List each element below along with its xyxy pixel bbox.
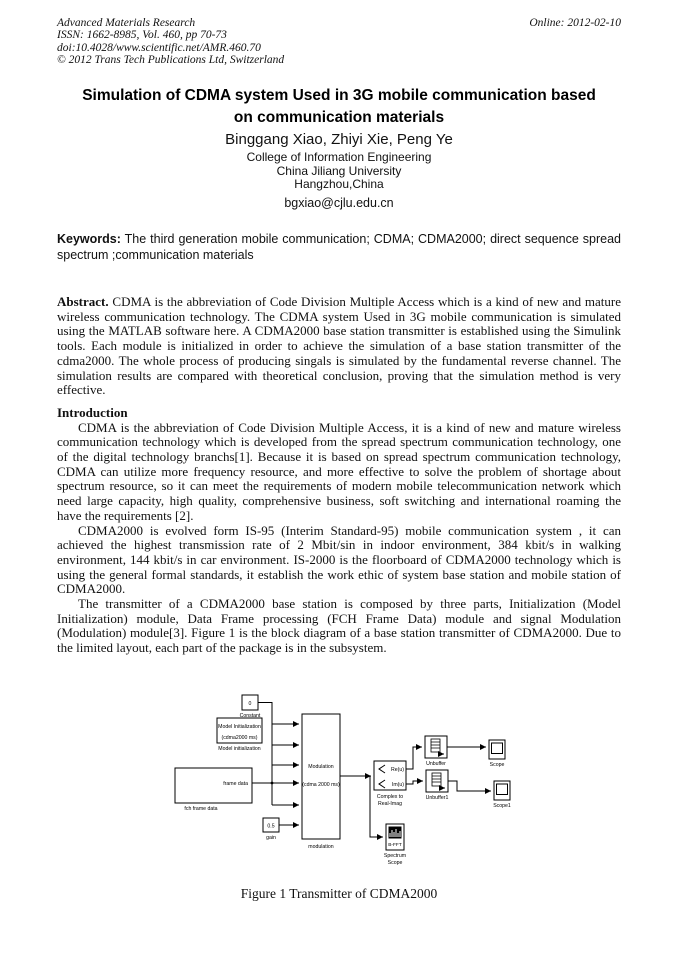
model-initialization-block: Model Initialization (cdma2000 ms) Model… (216, 717, 263, 752)
complex-to-real-imag-block: Re(u) Im(u) Complex to Real-Imag (373, 760, 407, 807)
buffer-lines-icon (432, 775, 441, 783)
affiliation-line2: China Jiliang University (276, 163, 402, 178)
title-line1: Simulation of CDMA system Used in 3G mob… (82, 87, 596, 104)
journal-name: Advanced Materials Research (57, 17, 196, 29)
frame-data-port: frame data (223, 781, 248, 787)
unbuffer-label: Unbuffer (426, 761, 446, 767)
modulation-block: Modulation (cdma 2000 ms) modulation (301, 713, 341, 850)
unbuffer1-label: Unbuffer1 (426, 795, 449, 801)
spectrum-bars-icon (389, 829, 401, 837)
model-init-label: Model initialization (218, 746, 261, 752)
frame-data-label: fch frame data (184, 806, 217, 812)
keywords-text: The third generation mobile communicatio… (57, 232, 621, 263)
body-text: Abstract. CDMA is the abbreviation of Co… (57, 294, 622, 656)
unbuffer1-block: Unbuffer1 (425, 769, 449, 801)
modulation-line1: Modulation (308, 764, 333, 770)
introduction-heading: Introduction (57, 404, 128, 420)
frame-data-block: frame data fch frame data (174, 767, 253, 812)
gain-block: 0.5 gain (262, 817, 280, 841)
journal-copyright: © 2012 Trans Tech Publications Ltd, Swit… (57, 54, 285, 67)
journal-header-left: Advanced Materials Research ISSN: 1662-8… (57, 17, 284, 67)
spectrum-label-line2: Scope (388, 860, 403, 866)
title-line2: on communication materials (233, 108, 445, 126)
author-email: bgxiao@cjlu.edu.cn (284, 196, 394, 210)
model-init-line2: (cdma2000 ms) (221, 735, 257, 741)
fork-icon (378, 764, 386, 774)
journal-doi: doi:10.4028/www.scientific.net/AMR.460.7… (57, 41, 261, 54)
journal-issn: ISSN: 1662-8985, Vol. 460, pp 70-73 (57, 29, 227, 42)
gain-value: 0.5 (267, 824, 274, 830)
introduction-paragraph-1: CDMA is the abbreviation of Code Divisio… (57, 419, 621, 523)
abstract-label: Abstract. (57, 294, 109, 309)
introduction-paragraph-2: CDMA2000 is evolved form IS-95 (Interim … (57, 522, 621, 597)
spectrum-scope-block: B-FFT Spectrum Scope (384, 823, 406, 866)
scope1-label: Scope1 (493, 803, 511, 809)
scope-block: Scope (488, 739, 506, 768)
keywords-label: Keywords: (57, 232, 121, 246)
im-output-label: Im(u) (392, 782, 404, 788)
online-date: Online: 2012-02-10 (529, 17, 621, 29)
scope1-block: Scope1 (493, 780, 511, 809)
fork-icon (378, 779, 386, 789)
figure-wires (252, 702, 491, 840)
constant-label: Constant (240, 713, 261, 719)
authors: Binggang Xiao, Zhiyi Xie, Peng Ye (225, 131, 453, 148)
affiliation-line1: College of Information Engineering (246, 150, 432, 164)
abstract-paragraph: Abstract. CDMA is the abbreviation of Co… (57, 294, 622, 398)
modulation-line2: (cdma 2000 ms) (302, 782, 340, 788)
keywords-block: Keywords: The third generation mobile co… (57, 231, 621, 263)
spectrum-label-line1: Spectrum (384, 853, 406, 859)
gain-label: gain (266, 835, 276, 841)
page-title: Simulation of CDMA system Used in 3G mob… (40, 85, 638, 128)
scope-screen-icon (496, 783, 508, 795)
introduction-paragraph-3: The transmitter of a CDMA2000 base stati… (57, 596, 621, 656)
constant-block: 0 Constant (240, 694, 261, 719)
re-output-label: Re(u) (391, 767, 404, 773)
complex-label-line1: Complex to (377, 794, 403, 800)
modulation-label: modulation (308, 844, 333, 850)
model-init-line1: Model Initialization (218, 724, 261, 730)
spectrum-fft-text: B-FFT (388, 842, 402, 848)
abstract-text: CDMA is the abbreviation of Code Divisio… (57, 294, 622, 398)
buffer-stack-icon (431, 772, 442, 787)
affiliation-line3: Hangzhou,China (294, 177, 384, 191)
unbuffer-block: Unbuffer (424, 735, 448, 767)
journal-header: Advanced Materials Research ISSN: 1662-8… (57, 17, 621, 67)
complex-label-line2: Real-Imag (378, 801, 402, 807)
affiliation: College of Information Engineering China… (0, 150, 678, 192)
buffer-lines-icon (431, 741, 440, 749)
scope-label: Scope (490, 762, 505, 768)
scope-screen-icon (491, 742, 503, 754)
constant-value: 0 (249, 701, 252, 707)
buffer-stack-icon (430, 738, 441, 753)
figure-caption: Figure 1 Transmitter of CDMA2000 (240, 886, 438, 901)
figure-block-diagram: 0 Constant Model Initialization (cdma200… (174, 694, 511, 866)
